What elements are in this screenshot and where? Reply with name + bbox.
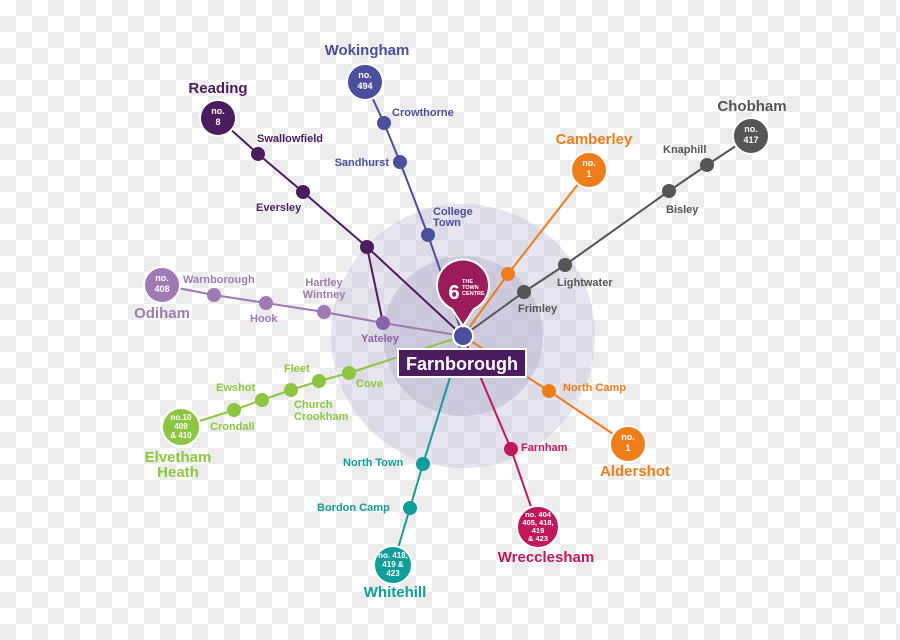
- stop-label-bisley: Bisley: [666, 204, 699, 216]
- route-number-camberley: no.1: [582, 158, 596, 179]
- stop-yateley-dot[interactable]: [376, 316, 390, 330]
- terminal-whitehill[interactable]: no. 418,419 &423 Whitehill: [364, 545, 427, 601]
- stop-knaphill-dot[interactable]: [700, 158, 714, 172]
- line-whitehill: [392, 335, 464, 566]
- stop-label-swallowfield: Swallowfield: [257, 133, 323, 145]
- terminal-camberley[interactable]: no.1 Camberley: [556, 131, 633, 189]
- stop-eversley-dot[interactable]: [296, 185, 310, 199]
- stop-crowthorne-dot[interactable]: [377, 116, 391, 130]
- stop-label-eversley: Eversley: [256, 202, 302, 214]
- map-pin-icon: [436, 258, 490, 328]
- badge-number: 6: [448, 282, 459, 304]
- stop-label-knaphill: Knaphill: [663, 144, 706, 156]
- stop-lightwater-dot[interactable]: [558, 258, 572, 272]
- stop-label-warnborough: Warnborough: [183, 274, 255, 286]
- stop-junction-dot: [360, 240, 374, 254]
- stop-label-north-camp: North Camp: [563, 382, 626, 394]
- stop-swallowfield-dot[interactable]: [251, 147, 265, 161]
- route-number-reading: no.8: [211, 106, 225, 127]
- line-chobham: [462, 135, 752, 337]
- stop-church-crookham-dot[interactable]: [284, 383, 298, 397]
- stop-label-frimley: Frimley: [518, 303, 558, 315]
- route-number-wokingham: no.494: [357, 70, 372, 91]
- stop-north-camp-dot[interactable]: [542, 384, 556, 398]
- destination-wrecclesham: Wrecclesham: [498, 549, 594, 566]
- terminal-reading[interactable]: no.8 Reading: [188, 80, 248, 137]
- terminal-wokingham[interactable]: no.494 Wokingham: [325, 42, 410, 101]
- terminal-chobham[interactable]: no.417 Chobham: [717, 98, 787, 155]
- center-dot[interactable]: [452, 325, 474, 347]
- terminal-odiham-circle[interactable]: [143, 266, 181, 304]
- stop-bisley-dot[interactable]: [662, 184, 676, 198]
- stop-sandhurst-dot[interactable]: [393, 155, 407, 169]
- stop-farnham-dot[interactable]: [504, 442, 518, 456]
- terminals: no.494 Wokingham no.8 Reading no.408 Odi…: [134, 42, 787, 601]
- line-reading-branch: [366, 246, 384, 324]
- stop-label-farnham: Farnham: [521, 442, 568, 454]
- route-number-whitehill: no. 418,419 &423: [378, 551, 408, 578]
- destination-odiham: Odiham: [134, 305, 190, 322]
- stop-ewshot-dot[interactable]: [255, 393, 269, 407]
- route-number-aldershot: no.1: [621, 432, 635, 453]
- stop-label-sandhurst: Sandhurst: [335, 157, 390, 169]
- stop-label-hook: Hook: [250, 313, 278, 325]
- stop-north-town-dot[interactable]: [416, 457, 430, 471]
- stop-label-bordon-camp: Bordon Camp: [317, 502, 390, 514]
- center-label-box: [397, 348, 527, 378]
- stop-label-cove: Cove: [356, 378, 383, 390]
- stop-bordon-camp-dot[interactable]: [403, 501, 417, 515]
- stop-cove-dot[interactable]: [342, 366, 356, 380]
- stop-camberley-inner-dot: [501, 267, 515, 281]
- stop-label-ewshot: Ewshot: [216, 382, 255, 394]
- destination-reading: Reading: [188, 80, 247, 97]
- stop-frimley-dot[interactable]: [517, 285, 531, 299]
- terminal-wokingham-circle[interactable]: [346, 63, 384, 101]
- destination-camberley: Camberley: [556, 131, 633, 148]
- terminal-aldershot[interactable]: no.1 Aldershot: [600, 425, 670, 480]
- route-number-odiham: no.408: [154, 273, 169, 294]
- terminal-wrecclesham-circle[interactable]: [516, 505, 560, 549]
- destination-whitehill: Whitehill: [364, 584, 427, 601]
- stop-hartley-wintney-dot[interactable]: [317, 305, 331, 319]
- stop-label-crondall: Crondall: [210, 421, 255, 433]
- terminal-reading-circle[interactable]: [199, 99, 237, 137]
- terminal-whitehill-circle[interactable]: [373, 545, 413, 585]
- center-label: Farnborough: [406, 354, 518, 374]
- stop-label-north-town: North Town: [343, 457, 404, 469]
- destination-wokingham: Wokingham: [325, 42, 410, 59]
- terminal-elvetham-circle[interactable]: [161, 407, 201, 447]
- terminal-camberley-circle[interactable]: [570, 151, 608, 189]
- stop-hook-dot[interactable]: [259, 296, 273, 310]
- destination-aldershot: Aldershot: [600, 463, 670, 480]
- stop-crondall-dot[interactable]: [227, 403, 241, 417]
- stop-fleet-dot[interactable]: [312, 374, 326, 388]
- stop-label-crowthorne: Crowthorne: [392, 107, 454, 119]
- stop-warnborough-dot[interactable]: [207, 288, 221, 302]
- stop-label-fleet: Fleet: [284, 363, 310, 375]
- destination-chobham: Chobham: [717, 98, 786, 115]
- stop-label-yateley: Yateley: [361, 333, 400, 345]
- terminal-aldershot-circle[interactable]: [609, 425, 647, 463]
- stop-college-town-dot[interactable]: [421, 228, 435, 242]
- stop-label-lightwater: Lightwater: [557, 277, 613, 289]
- terminal-odiham[interactable]: no.408 Odiham: [134, 266, 190, 322]
- route-stops: [207, 116, 714, 515]
- terminal-chobham-circle[interactable]: [732, 117, 770, 155]
- line-odiham: [161, 284, 464, 337]
- route-number-chobham: no.417: [743, 124, 758, 145]
